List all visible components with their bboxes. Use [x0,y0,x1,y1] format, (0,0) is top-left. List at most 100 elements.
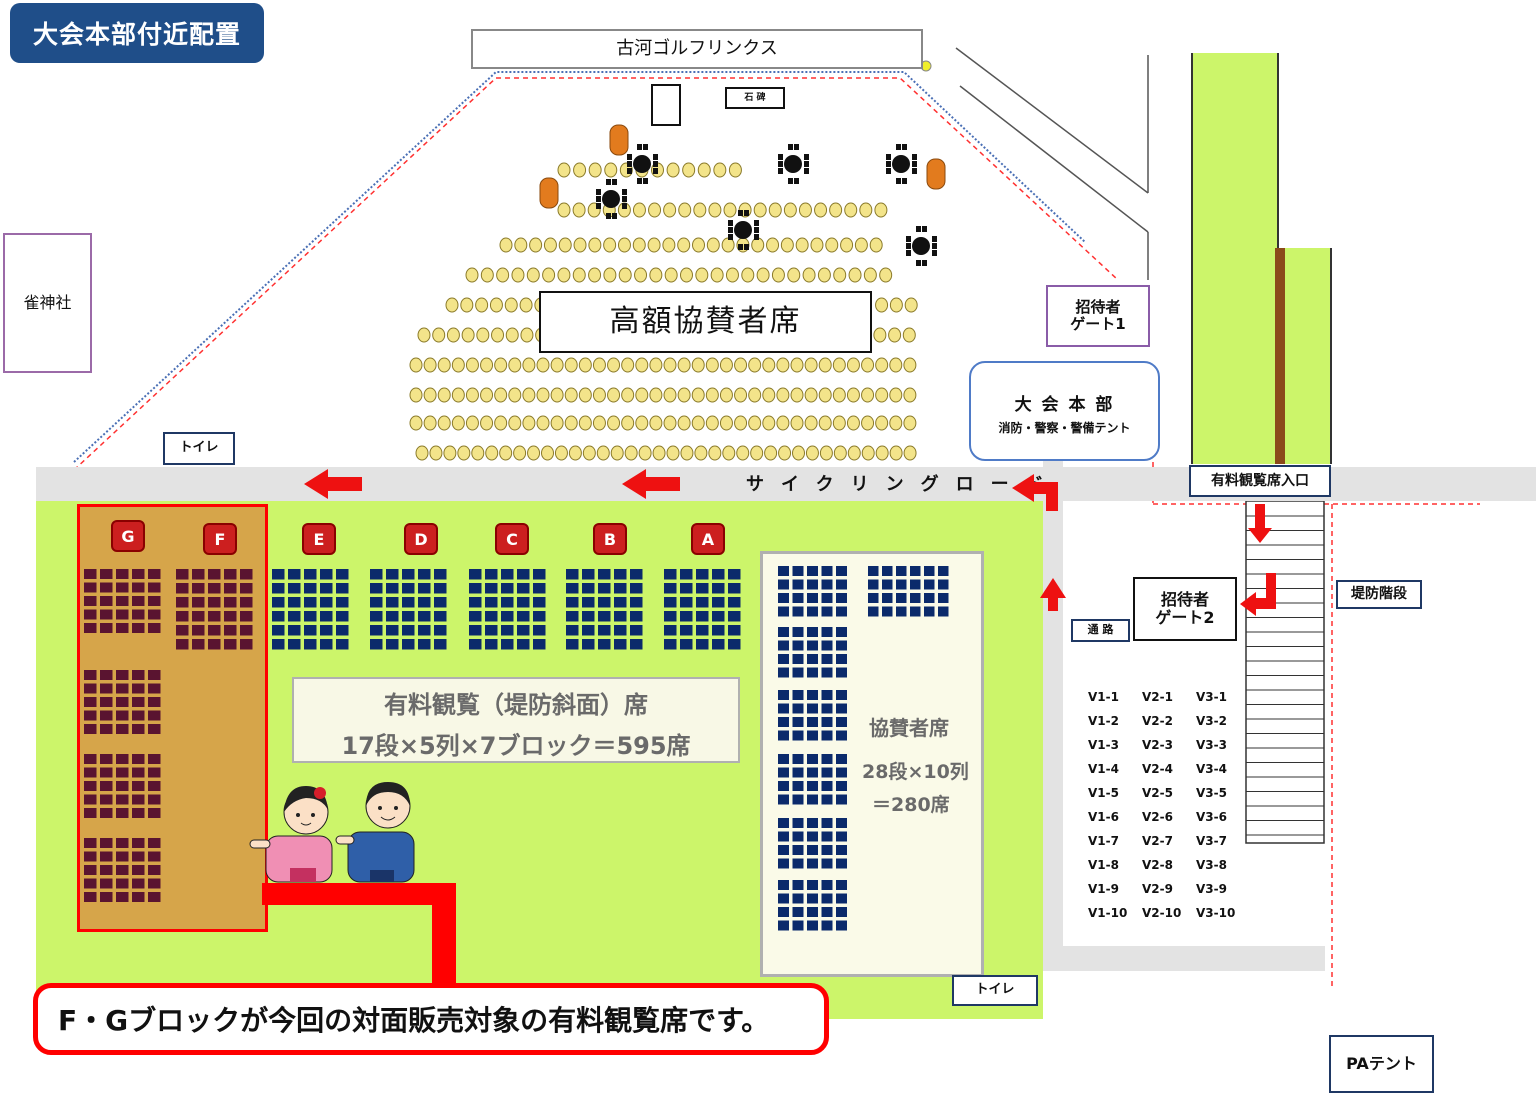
premium-chair [708,202,722,218]
v-seat-label: V1-7 [1088,834,1119,848]
seat [533,569,546,580]
seat [910,606,921,617]
seat [807,767,818,778]
premium-chair [437,387,451,403]
v-seat-label: V2-8 [1142,858,1173,872]
seat [566,625,579,636]
seat [148,851,161,862]
seat [821,690,833,700]
seat [630,639,643,650]
premium-chair [762,415,776,431]
seat [116,838,129,848]
premium-chair [795,237,809,253]
premium-chair [753,202,767,218]
seat [836,730,847,741]
seat [116,670,129,680]
seat [485,569,498,580]
seat [148,697,161,707]
seat [614,639,627,650]
seat [148,683,161,694]
seat [100,623,113,633]
premium-chair [542,267,556,283]
round-table-icon [886,144,917,184]
seat [100,781,113,791]
seat [148,767,161,778]
seat [320,583,333,594]
seat [896,606,907,617]
premium-chair [748,387,762,403]
premium-chair [522,415,536,431]
premium-chair [734,357,748,373]
v-seat-label: V1-2 [1088,714,1119,728]
seat [288,597,301,608]
seat [821,579,833,590]
seat [821,858,833,869]
premium-chair [677,415,691,431]
v-seat-label: V3-1 [1196,690,1227,704]
seat [778,640,789,651]
premium-chair [635,415,649,431]
premium-chair [635,387,649,403]
seat [836,593,847,603]
toilet-right: トイレ [952,975,1038,1006]
seat [272,611,285,622]
seat [924,593,935,603]
seat [148,892,161,902]
seat [84,596,97,606]
seat [696,611,709,622]
seat [208,569,221,580]
premium-chair [875,387,889,403]
seat [116,623,129,633]
seat [208,639,221,650]
seat [148,865,161,875]
seat [807,640,818,651]
seat [614,597,627,608]
v-seat-label: V3-4 [1196,762,1227,776]
premium-chair [662,237,676,253]
seat [116,697,129,707]
seat [224,639,237,650]
seat [938,579,949,590]
premium-chair [832,357,846,373]
premium-chair [859,202,873,218]
premium-chair [451,387,465,403]
seat [320,625,333,636]
barrel-icon [609,124,629,156]
seat [386,597,399,608]
premium-chair [564,415,578,431]
premium-chair [465,387,479,403]
premium-chair [680,267,693,283]
premium-chair [529,237,543,253]
premium-chair [494,387,508,403]
seat [614,569,627,580]
seat [821,730,833,741]
v-seat-label: V3-2 [1196,714,1227,728]
seat [924,579,935,590]
seat [582,611,595,622]
seat [868,593,879,603]
seat [208,625,221,636]
seat [176,639,189,650]
seat [910,566,921,576]
paid-seats-count: 17段×5列×7ブロック＝595席 [341,732,691,760]
seat [148,582,161,593]
seat [792,717,804,727]
seat [386,625,399,636]
seat [116,892,129,902]
premium-chair [475,297,489,313]
seat [418,597,431,608]
seat [792,754,804,764]
seat [533,611,546,622]
seat [566,639,579,650]
premium-chair [776,357,790,373]
seat [517,625,530,636]
premium-chair [902,327,916,343]
v-seat-label: V2-6 [1142,810,1173,824]
seat [100,892,113,902]
seat [434,611,447,622]
premium-chair [863,267,877,283]
round-table-icon [728,210,759,250]
seat [664,597,677,608]
premium-chair [573,162,587,178]
seat [807,690,818,700]
